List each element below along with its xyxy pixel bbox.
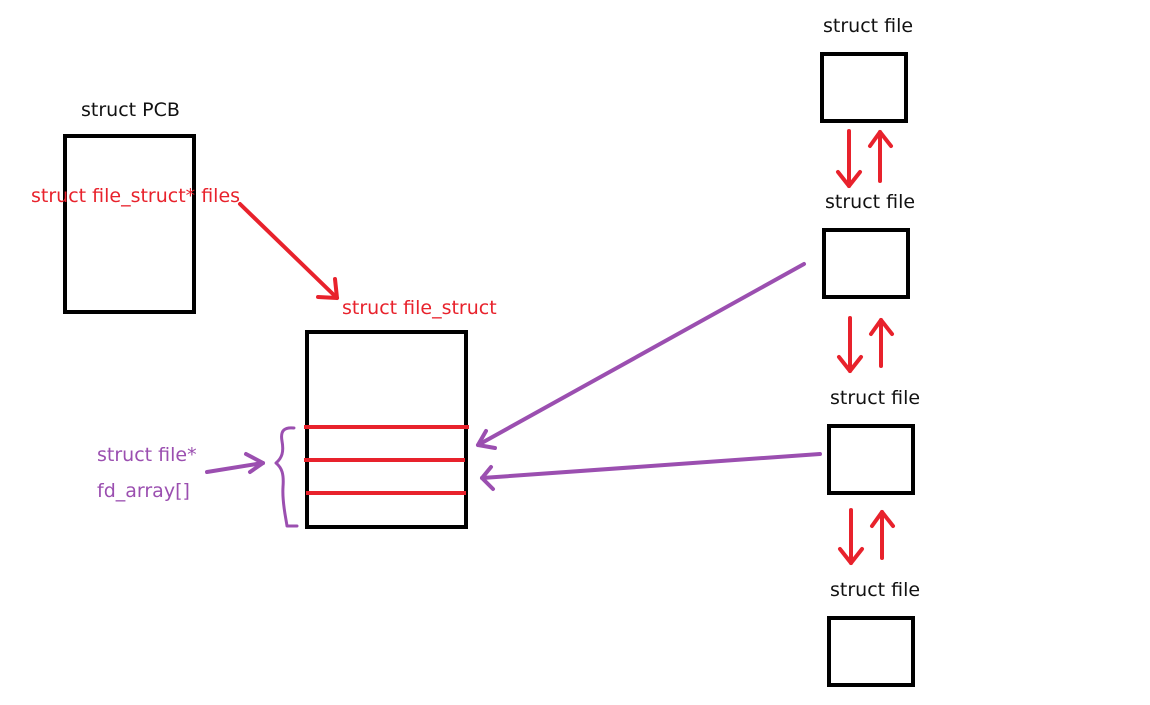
file-4-label: struct file bbox=[830, 579, 921, 601]
file3-to-slot-arrow bbox=[480, 452, 822, 491]
file-box-2 bbox=[822, 228, 910, 299]
fd-array-label-arrow bbox=[205, 452, 265, 474]
file-box-4 bbox=[827, 616, 915, 687]
pcb-box bbox=[63, 134, 196, 314]
link-arrows-3-4 bbox=[838, 508, 895, 565]
fd-array-label-line2: fd_array[] bbox=[97, 480, 190, 502]
file-3-label: struct file bbox=[830, 387, 921, 409]
pcb-field-label: struct file_struct* files bbox=[31, 185, 241, 207]
file2-to-slot-arrow bbox=[476, 262, 806, 450]
pcb-to-file-struct-arrow bbox=[238, 202, 339, 300]
file-2-label: struct file bbox=[825, 191, 916, 213]
fd-array-brace bbox=[274, 426, 299, 528]
file-box-3 bbox=[827, 424, 915, 495]
file-1-label: struct file bbox=[823, 15, 914, 37]
link-arrows-2-3 bbox=[837, 316, 894, 373]
file-box-1 bbox=[820, 52, 908, 123]
link-arrows-1-2 bbox=[836, 129, 893, 188]
file-struct-box bbox=[305, 330, 468, 529]
file-struct-title: struct file_struct bbox=[342, 297, 497, 319]
pcb-title: struct PCB bbox=[81, 99, 180, 121]
fd-array-label-line1: struct file* bbox=[97, 444, 197, 466]
